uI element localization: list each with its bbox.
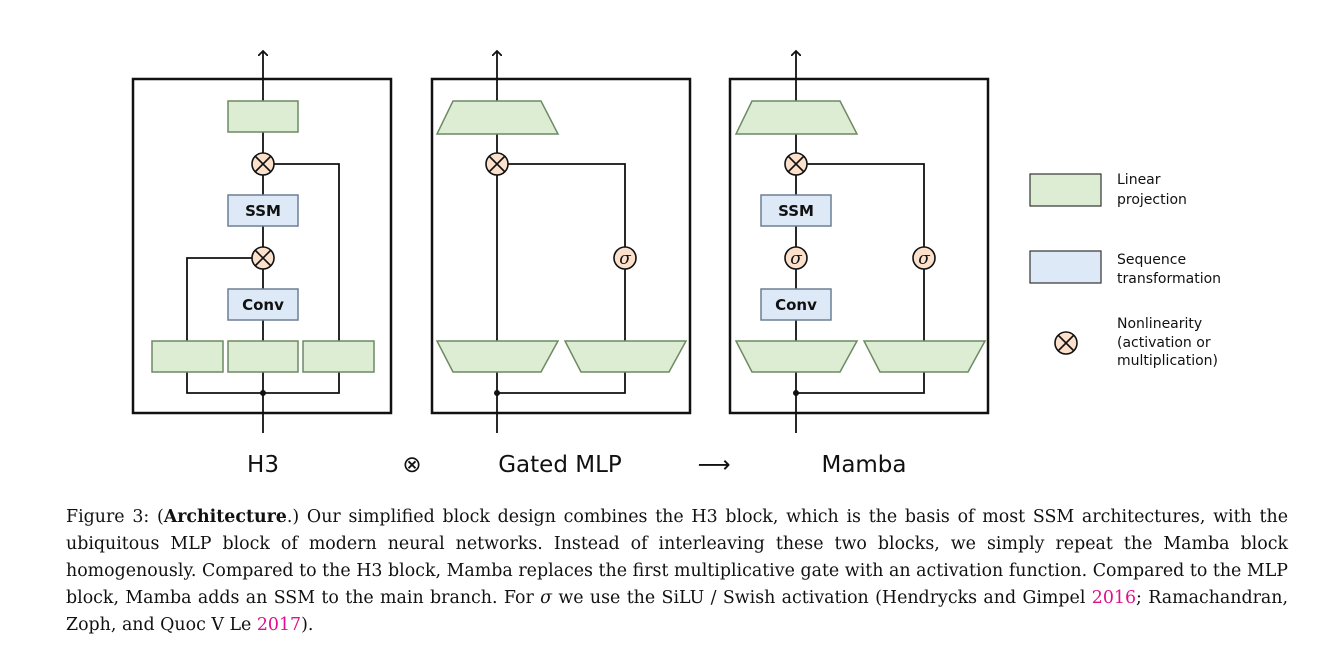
mamba-conv-label: Conv [775, 296, 817, 314]
figure-caption: Figure 3: (Architecture.) Our simplified… [66, 504, 1288, 639]
h3-input-projection-right [302, 340, 375, 373]
mamba-ssm-label: SSM [778, 202, 814, 220]
citation-link-2017[interactable]: 2017 [256, 615, 302, 635]
mlp-sigma-label: σ [619, 249, 631, 269]
mamba-sigma-label-gate: σ [918, 249, 930, 269]
architecture-diagram: SSM Conv σ [131, 0, 1221, 478]
mamba-block [728, 51, 990, 433]
gated-mlp-block [430, 51, 692, 433]
legend-sequence-label-1: Sequence [1117, 252, 1186, 268]
gated-mlp-block-frame [430, 77, 692, 415]
gated-mlp-title: Gated MLP [498, 452, 622, 478]
legend-linear-swatch [1029, 173, 1102, 207]
legend-linear-label-1: Linear [1117, 172, 1161, 188]
h3-block [131, 51, 393, 433]
caption-text-3: ; Ramachandran, Zoph, and Quoc V Le [66, 588, 1289, 635]
mamba-sigma-activation-gate [912, 246, 936, 270]
legend-nonlinearity-label-1: Nonlinearity [1117, 316, 1202, 332]
mamba-ssm-box [760, 194, 832, 227]
legend-nonlinearity-icon [1054, 331, 1078, 355]
legend-nonlinearity-label-3: multiplication) [1117, 353, 1218, 369]
mlp-sigma-activation [613, 246, 637, 270]
h3-multiply-gate-top [251, 152, 275, 176]
h3-input-projection-left [151, 340, 224, 373]
citation-link-2016[interactable]: 2016 [1091, 588, 1137, 608]
mamba-conv-box [760, 288, 832, 321]
mamba-multiply-gate [784, 152, 808, 176]
mamba-input-projection-right [862, 340, 987, 373]
mlp-multiply-gate [485, 152, 509, 176]
legend: Linear projection Sequence transformatio… [1029, 172, 1221, 369]
legend-linear-label-2: projection [1117, 192, 1187, 208]
h3-conv-box [227, 288, 299, 321]
legend-sequence-label-2: transformation [1117, 271, 1221, 287]
caption-text-4: ). [301, 615, 314, 635]
legend-nonlinearity-label-2: (activation or [1117, 335, 1211, 351]
legend-sequence-swatch [1029, 250, 1102, 284]
h3-block-frame [131, 77, 393, 415]
caption-prefix: Figure 3: ( [66, 507, 164, 527]
mamba-input-projection-left [734, 340, 859, 373]
mamba-title: Mamba [821, 452, 906, 478]
mamba-sigma-activation-main [784, 246, 808, 270]
h3-output-projection [227, 100, 299, 133]
h3-title: H3 [247, 452, 279, 478]
h3-ssm-label: SSM [245, 202, 281, 220]
h3-multiply-gate-bottom [251, 246, 275, 270]
transition-arrow: ⟶ [698, 452, 731, 478]
mlp-input-projection-right [563, 340, 688, 373]
caption-text-2: we use the SiLU / Swish activation (Hend… [552, 588, 1092, 608]
combine-symbol: ⊗ [402, 452, 421, 478]
mlp-input-projection-left [435, 340, 560, 373]
caption-sigma: σ [540, 588, 553, 608]
mamba-output-projection [734, 100, 859, 135]
mlp-output-projection [435, 100, 560, 135]
mamba-block-frame [728, 77, 990, 415]
mamba-sigma-label-main: σ [790, 249, 802, 269]
caption-bold-title: Architecture [163, 507, 287, 527]
caption-text-1: .) Our simplified block design combines … [66, 507, 1288, 608]
h3-conv-label: Conv [242, 296, 284, 314]
h3-ssm-box [227, 194, 299, 227]
h3-input-projection-middle [227, 340, 299, 373]
